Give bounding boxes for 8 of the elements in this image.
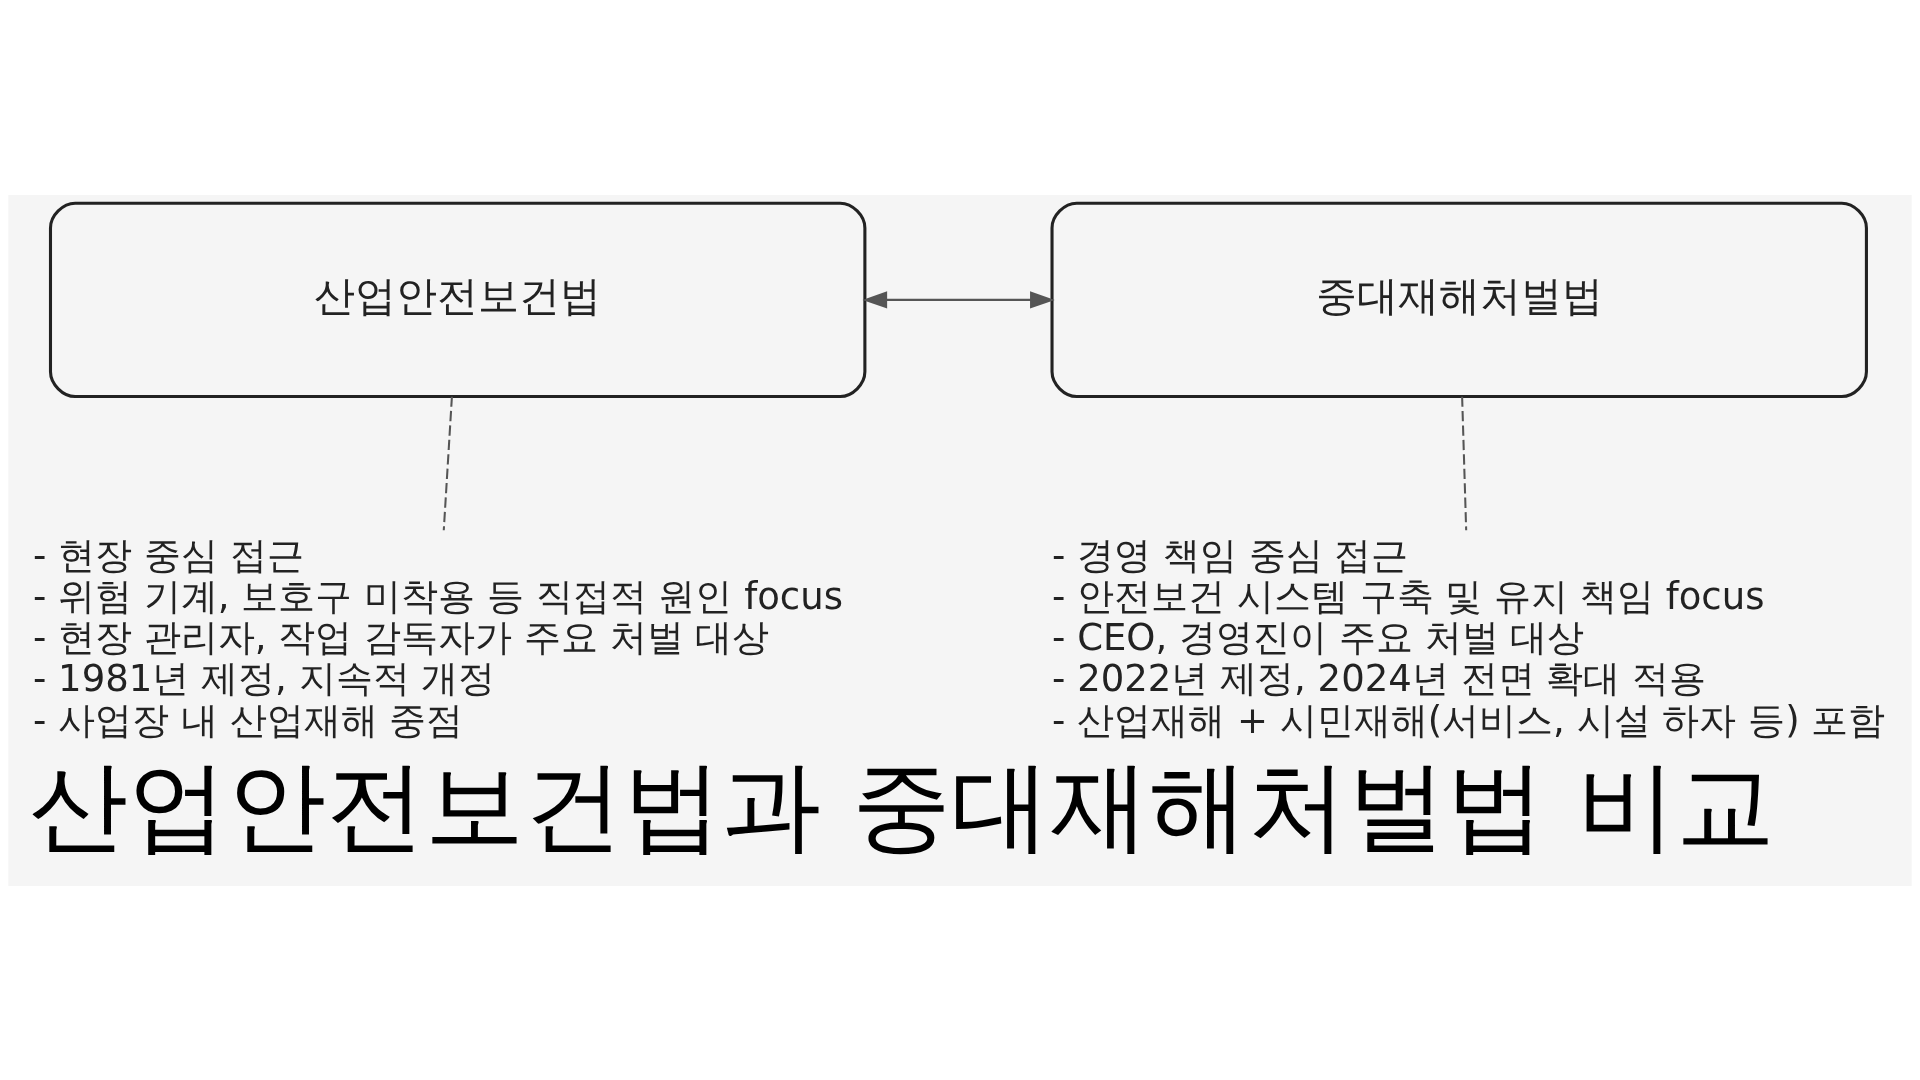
- arrow: [862, 290, 1055, 309]
- node-text: - 현장 중심 접근 - 위험 기계, 보호구 미착용 등 직접적 원인 focus - 현장 관리자, 작업 감독자가 주요 처벌 대상 - 1981년 제정, 지속적 개정 - 사업장 내 산업재해 중점: [33, 533, 843, 742]
- node-box: 산업안전보건법: [48, 201, 867, 398]
- node-box: 중대재해처벌법: [1050, 201, 1868, 398]
- node-text: - 경영 책임 중심 접근 - 안전보건 시스템 구축 및 유지 책임 focus - CEO, 경영진이 주요 처벌 대상 - 2022년 제정, 2024년 전면 확대 적용 - 산업재해 + 시민재해(서비스, 시설 하자 등) 포함: [1052, 533, 1886, 742]
- connector: [1461, 396, 1468, 530]
- connector: [442, 396, 453, 530]
- diagram-title: 산업안전보건법과 중대재해처벌법 비교: [29, 747, 1775, 863]
